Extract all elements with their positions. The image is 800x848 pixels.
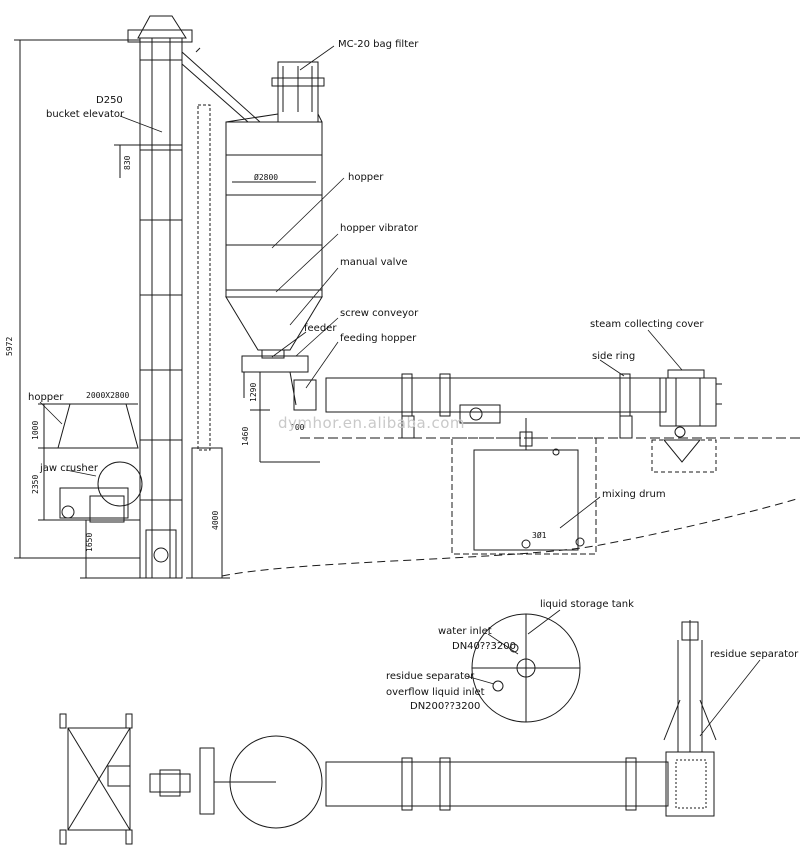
drum: [300, 373, 800, 439]
hopper-main-label: hopper: [348, 172, 384, 183]
base-height-dim: 1650: [85, 532, 94, 552]
steam-cover: [651, 369, 722, 473]
water-inlet-spec: DN40??3200: [452, 641, 516, 652]
mixing-drum: [451, 418, 597, 555]
tank-note-dim: 3Ø1: [532, 531, 547, 540]
wall-height-dim: 4000: [211, 510, 220, 530]
hopper-top-size-dim: 2000X2800: [86, 391, 130, 400]
crusher-height-dim: 2350: [31, 474, 40, 494]
watermark: dymhor.en.alibaba.com: [278, 414, 466, 432]
wall: [186, 447, 230, 579]
hopper-diameter-dim: Ø2800: [254, 173, 279, 182]
water-inlet-label: water inlet: [438, 626, 492, 637]
feeding-hopper-label: feeding hopper: [340, 333, 417, 344]
bucket-elevator-size-label: D250: [96, 95, 123, 106]
hopper-vibrator-label: hopper vibrator: [340, 223, 419, 234]
feeder-assembly: [241, 349, 320, 463]
left-hopper-crusher: [38, 403, 143, 579]
overflow-inlet-label: overflow liquid inlet: [386, 687, 485, 698]
brick-column: [197, 104, 211, 451]
feeder-base-dim: 1460: [241, 426, 250, 446]
liquid-storage-tank-label: liquid storage tank: [540, 599, 634, 610]
side-ring-label: side ring: [592, 351, 636, 362]
bag-filter-label: MC-20 bag filter: [338, 39, 419, 50]
feeder-height-dim: 1290: [249, 382, 258, 402]
silo: [225, 61, 325, 351]
ground-line: [221, 497, 800, 577]
hopper-left-height-dim: 1000: [31, 420, 40, 440]
feeder-label: feeder: [304, 323, 337, 334]
screw-conveyor-label: screw conveyor: [340, 308, 419, 319]
feeder-width-dim: 700: [290, 423, 305, 432]
plan-view: [59, 620, 717, 845]
steam-collecting-cover-label: steam collecting cover: [590, 319, 704, 330]
total-height-dim: 5972: [5, 336, 14, 356]
jaw-crusher-label: jaw crusher: [40, 463, 99, 474]
residue-separator-plan-label: residue separator: [386, 671, 475, 682]
bucket-elevator: [127, 15, 261, 579]
overflow-inlet-spec: DN200??3200: [410, 701, 481, 712]
mixing-drum-label: mixing drum: [602, 489, 666, 500]
leader-lines: [39, 45, 761, 737]
bucket-elevator-label: bucket elevator: [46, 109, 125, 120]
height-dimension: [14, 39, 140, 559]
hopper-left-label: hopper: [28, 392, 64, 403]
elevator-section-dim: 830: [123, 155, 132, 170]
residue-separator-right-label: residue separator: [710, 649, 799, 660]
manual-valve-label: manual valve: [340, 257, 408, 268]
liquid-storage-tank: [471, 613, 581, 723]
